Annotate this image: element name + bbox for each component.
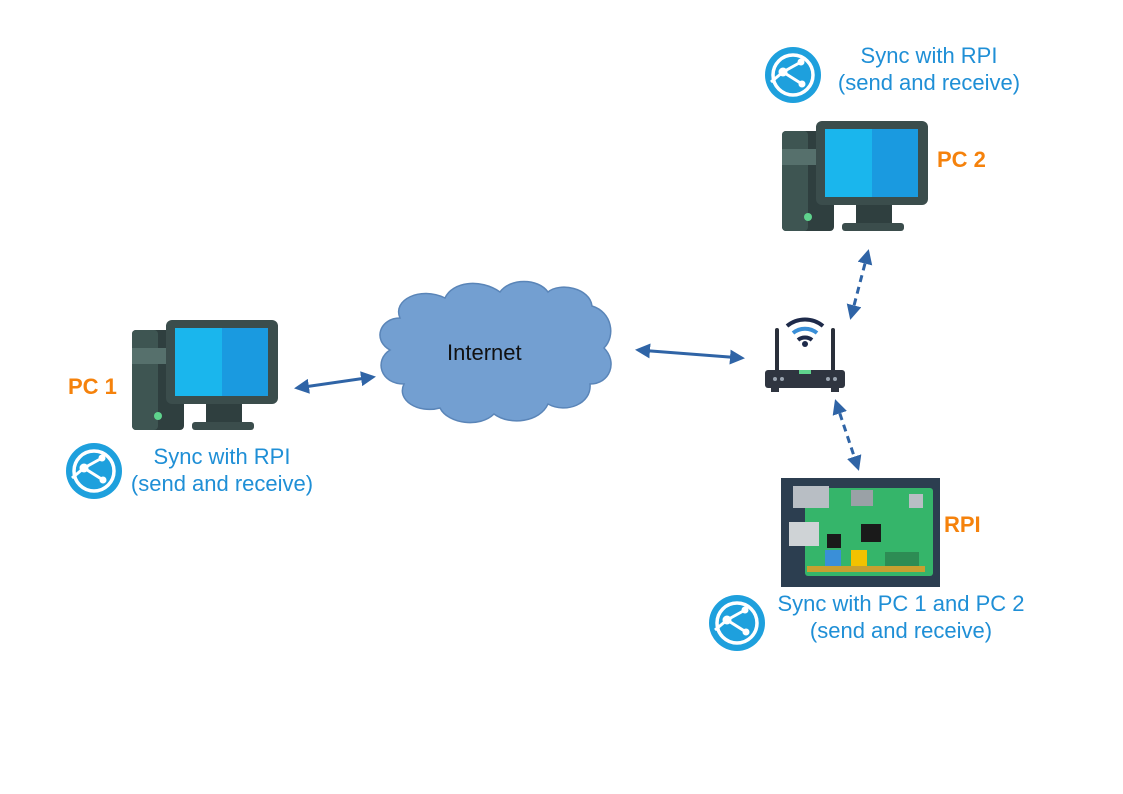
pc2-sync-line2: (send and receive) — [837, 70, 1021, 95]
pc2-label: PC 2 — [937, 147, 986, 172]
pc1-computer-icon — [132, 320, 278, 430]
arrow-pc1-internet — [294, 371, 376, 394]
pc1-sync-line1: Sync with RPI — [153, 444, 291, 469]
pc2-sync-text: Sync with RPI (send and receive) — [819, 42, 1039, 96]
pc1-sync-text: Sync with RPI (send and receive) — [112, 443, 332, 497]
internet-label: Internet — [447, 340, 522, 365]
wifi-router-icon — [765, 317, 845, 392]
raspberry-pi-board-icon — [781, 478, 940, 587]
rpi-sync-text: Sync with PC 1 and PC 2 (send and receiv… — [757, 590, 1045, 644]
arrow-internet-router — [635, 343, 745, 365]
rpi-label: RPI — [944, 512, 981, 537]
arrow-router-rpi — [832, 399, 862, 471]
pc1-label: PC 1 — [68, 374, 117, 399]
pc2-sync-icon — [763, 45, 823, 105]
pc2-computer-icon — [782, 121, 928, 231]
internet-cloud — [379, 280, 612, 424]
rpi-sync-line1: Sync with PC 1 and PC 2 — [777, 591, 1025, 616]
arrow-pc2-router — [846, 249, 873, 320]
rpi-sync-line2: (send and receive) — [809, 618, 993, 643]
pc1-sync-line2: (send and receive) — [130, 471, 314, 496]
pc2-sync-line1: Sync with RPI — [860, 43, 998, 68]
